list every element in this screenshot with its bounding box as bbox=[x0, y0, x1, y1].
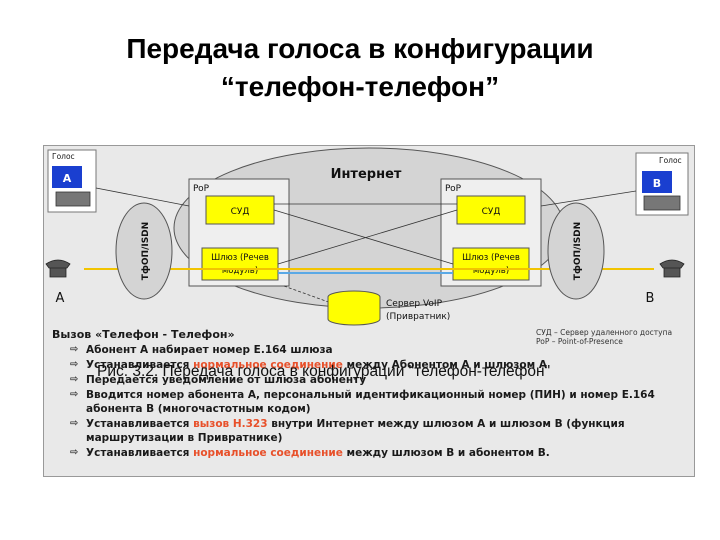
arrow-icon: ⇨ bbox=[70, 359, 79, 370]
legend-pop: PoP – Point-of-Presence bbox=[536, 337, 623, 346]
phone-left-label: A bbox=[56, 291, 65, 306]
step-highlight: вызов H.323 bbox=[193, 418, 268, 430]
pstn-right-cloud bbox=[547, 202, 605, 300]
server-line2: (Привратник) bbox=[386, 312, 450, 322]
call-step: ⇨ Абонент А набирает номер Е.164 шлюза bbox=[52, 343, 692, 357]
legend-sud: СУД – Сервер удаленного доступа bbox=[536, 328, 673, 337]
terminal-right-link bbox=[540, 190, 637, 207]
call-step: ⇨ Устанавливается нормальное соединение … bbox=[52, 446, 692, 460]
terminal-left-letter: A bbox=[63, 172, 72, 185]
sud-left-box bbox=[205, 195, 275, 225]
computer-left-icon bbox=[55, 191, 91, 207]
step-text: Передается уведомление от шлюза абоненту bbox=[86, 374, 367, 386]
terminal-left-screen bbox=[52, 166, 82, 188]
pop-left-label: PoP bbox=[193, 184, 210, 194]
call-step: ⇨ Устанавливается нормальное соединение … bbox=[52, 358, 692, 372]
arrow-icon: ⇨ bbox=[70, 447, 79, 458]
step-text: Устанавливается bbox=[86, 418, 194, 430]
phone-left-icon bbox=[45, 259, 71, 278]
terminal-right-letter: B bbox=[653, 177, 661, 190]
gateway-right-box bbox=[452, 247, 530, 281]
call-step: ⇨ Устанавливается вызов H.323 внутри Инт… bbox=[52, 417, 692, 445]
gateway-right-line1: Шлюз (Речев bbox=[462, 253, 520, 263]
server-line1: Сервер VoIP bbox=[386, 299, 443, 309]
figure-caption: Рис. 3.2. Передача голоса в конфигурации… bbox=[97, 363, 551, 380]
pstn-right-label: ТфОП/ISDN bbox=[573, 222, 583, 280]
step-highlight: нормальное соединение bbox=[193, 447, 343, 459]
slide-title: Передача голоса в конфигурации “телефон-… bbox=[60, 30, 660, 106]
step-text: Вводится номер абонента А, персональный … bbox=[86, 389, 655, 415]
pstn-left-label: ТфОП/ISDN bbox=[141, 222, 151, 280]
step-text: Абонент А набирает номер Е.164 шлюза bbox=[86, 344, 333, 356]
sud-right-box bbox=[456, 195, 526, 225]
sud-right-label: СУД bbox=[482, 207, 501, 217]
call-step: ⇨ Передается уведомление от шлюза абонен… bbox=[52, 373, 692, 387]
voice-left-label: Голос bbox=[52, 152, 75, 161]
pop-right-label: PoP bbox=[445, 184, 462, 194]
pstn-left-cloud bbox=[115, 202, 173, 300]
call-step: ⇨ Вводится номер абонента А, персональны… bbox=[52, 388, 692, 416]
diagram-figure: Интернет PoP СУД Шлюз (Речев модуль) PoP… bbox=[43, 145, 695, 477]
call-steps-title: Вызов «Телефон - Телефон» bbox=[52, 328, 235, 341]
phone-right-icon bbox=[659, 259, 685, 278]
arrow-icon: ⇨ bbox=[70, 389, 79, 400]
internet-label: Интернет bbox=[331, 167, 402, 182]
step-text-after: между Абонентом А и шлюзом А bbox=[342, 359, 547, 371]
terminal-left-link bbox=[95, 187, 190, 207]
step-text: Устанавливается bbox=[86, 447, 194, 459]
sud-left-label: СУД bbox=[231, 207, 250, 217]
phone-right-label: B bbox=[646, 291, 655, 306]
computer-right-icon bbox=[643, 195, 681, 211]
voice-right-label: Голос bbox=[659, 156, 682, 165]
title-line-2: “телефон-телефон” bbox=[220, 71, 500, 102]
gateway-left-line1: Шлюз (Речев bbox=[211, 253, 269, 263]
step-text-after: внутри Интернет между шлюзом А и шлюзом … bbox=[86, 418, 625, 444]
step-text-after: между шлюзом В и абонентом В. bbox=[342, 447, 550, 459]
arrow-icon: ⇨ bbox=[70, 344, 79, 355]
arrow-icon: ⇨ bbox=[70, 374, 79, 385]
link-sud-left-to-gateway-right bbox=[273, 209, 454, 265]
terminal-right-screen bbox=[642, 171, 672, 193]
step-highlight: нормальное соединение bbox=[193, 359, 343, 371]
call-steps: Вызов «Телефон - Телефон» ⇨ Абонент А на… bbox=[52, 328, 692, 460]
gateway-right-line2: модуль) bbox=[473, 266, 509, 276]
legend: СУД – Сервер удаленного доступа PoP – Po… bbox=[536, 328, 686, 346]
link-gateway-left-to-sud-right bbox=[277, 209, 458, 265]
step-text: Устанавливается bbox=[86, 359, 194, 371]
network-diagram: Интернет PoP СУД Шлюз (Речев модуль) PoP… bbox=[45, 147, 689, 326]
gateway-left-line2: модуль) bbox=[222, 266, 258, 276]
server-link bbox=[283, 285, 335, 305]
title-line-1: Передача голоса в конфигурации bbox=[126, 33, 594, 64]
arrow-icon: ⇨ bbox=[70, 418, 79, 429]
server-icon bbox=[327, 297, 381, 326]
